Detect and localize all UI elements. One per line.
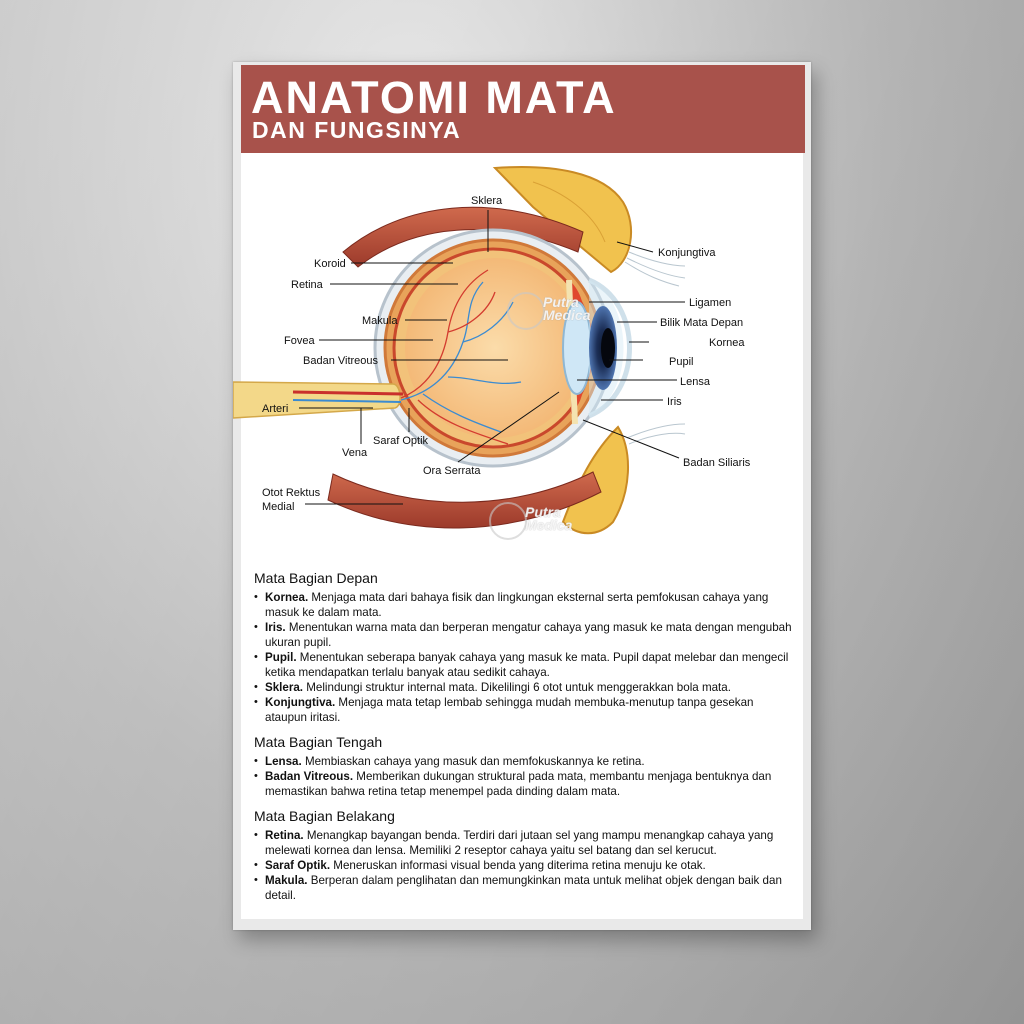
pupil-shape: [601, 328, 615, 368]
label-kornea: Kornea: [709, 337, 745, 349]
section-title: Mata Bagian Belakang: [254, 808, 395, 824]
label-makula: Makula: [362, 315, 398, 327]
list-item: Saraf Optik. Meneruskan informasi visual…: [254, 858, 794, 873]
title-banner: ANATOMI MATA DAN FUNGSINYA: [241, 65, 805, 153]
eyelashes: [624, 251, 686, 445]
label-sklera: Sklera: [471, 195, 503, 207]
page-title: ANATOMI MATA: [251, 72, 617, 123]
list-item: Retina. Menangkap bayangan benda. Terdir…: [254, 828, 794, 858]
label-fovea: Fovea: [284, 335, 315, 347]
list-item: Sklera. Melindungi struktur internal mat…: [254, 680, 794, 695]
section-middle: Mata Bagian Tengah Lensa. Membiaskan cah…: [254, 734, 794, 799]
list-item: Lensa. Membiaskan cahaya yang masuk dan …: [254, 754, 794, 769]
watermark-logo: [489, 502, 527, 540]
label-medial: Medial: [262, 501, 294, 513]
label-retina: Retina: [291, 279, 324, 291]
section-list: Lensa. Membiaskan cahaya yang masuk dan …: [254, 754, 794, 799]
label-ora-serrata: Ora Serrata: [423, 465, 481, 477]
section-back: Mata Bagian Belakang Retina. Menangkap b…: [254, 808, 794, 903]
superior-rectus-muscle: [342, 206, 584, 268]
page-subtitle: DAN FUNGSINYA: [252, 117, 462, 143]
section-title: Mata Bagian Depan: [254, 570, 378, 586]
list-item: Konjungtiva. Menjaga mata tetap lembab s…: [254, 695, 794, 725]
label-otot-rektus: Otot Rektus: [262, 487, 321, 499]
section-list: Kornea. Menjaga mata dari bahaya fisik d…: [254, 590, 794, 725]
list-item: Pupil. Menentukan seberapa banyak cahaya…: [254, 650, 794, 680]
label-pupil: Pupil: [669, 356, 693, 368]
medial-rectus-muscle: [327, 471, 602, 529]
list-item: Badan Vitreous. Memberikan dukungan stru…: [254, 769, 794, 799]
label-vena: Vena: [342, 447, 368, 459]
label-iris: Iris: [667, 396, 682, 408]
eye-diagram: Sklera Koroid Retina Makula Fovea Badan …: [232, 162, 795, 562]
label-ligamen: Ligamen: [689, 297, 731, 309]
list-item: Iris. Menentukan warna mata dan berperan…: [254, 620, 794, 650]
label-saraf-optik: Saraf Optik: [373, 435, 429, 447]
section-front: Mata Bagian Depan Kornea. Menjaga mata d…: [254, 570, 794, 725]
poster-frame: ANATOMI MATA DAN FUNGSINYA: [232, 62, 811, 930]
list-item: Kornea. Menjaga mata dari bahaya fisik d…: [254, 590, 794, 620]
leader-lines: [299, 210, 685, 505]
label-badan-siliaris: Badan Siliaris: [683, 457, 751, 469]
eye-anatomy-illustration: Sklera Koroid Retina Makula Fovea Badan …: [232, 166, 751, 535]
label-bilik-mata-depan: Bilik Mata Depan: [660, 317, 743, 329]
label-badan-vitreous: Badan Vitreous: [303, 355, 379, 367]
cornea-shape: [587, 277, 632, 419]
label-konjungtiva: Konjungtiva: [658, 247, 716, 259]
label-koroid: Koroid: [314, 258, 346, 270]
watermark-logo: [507, 292, 545, 330]
description-content: Mata Bagian Depan Kornea. Menjaga mata d…: [254, 570, 794, 912]
retinal-arteries: [400, 269, 509, 445]
label-arteri: Arteri: [262, 403, 288, 415]
label-lensa: Lensa: [680, 376, 711, 388]
section-title: Mata Bagian Tengah: [254, 734, 383, 750]
list-item: Makula. Berperan dalam penglihatan dan m…: [254, 873, 794, 903]
section-list: Retina. Menangkap bayangan benda. Terdir…: [254, 828, 794, 903]
